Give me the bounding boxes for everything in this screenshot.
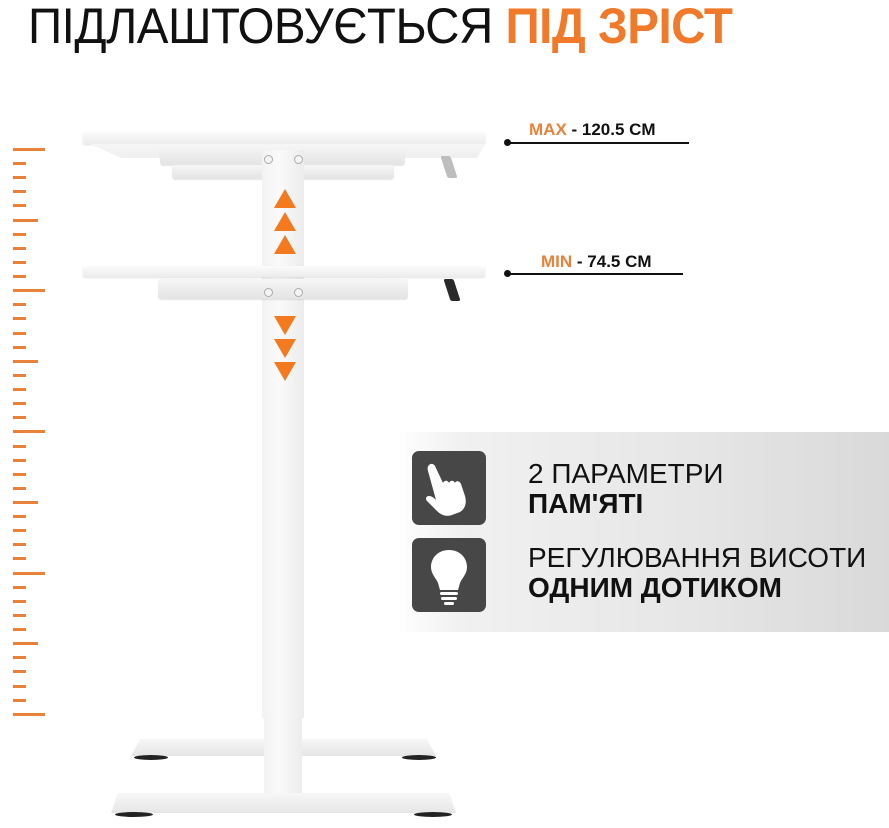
ruler-tick (13, 374, 26, 377)
ruler-tick (13, 628, 26, 631)
ruler-tick (13, 247, 26, 250)
ruler-tick (13, 332, 26, 335)
feature-icon-box-memory (412, 451, 486, 525)
feature-one-touch: РЕГУЛЮВАННЯ ВИСОТИ ОДНИМ ДОТИКОМ (528, 543, 866, 603)
ruler-tick (13, 148, 45, 151)
ruler-tick (13, 642, 38, 645)
foot-glide (134, 755, 168, 760)
ruler-tick (13, 713, 45, 716)
ruler-tick (13, 699, 26, 702)
ruler-tick (13, 289, 45, 292)
ruler-tick (13, 543, 26, 546)
min-marker-line (507, 273, 683, 275)
desktop-max-position (83, 132, 485, 144)
foot-front (111, 793, 456, 813)
arrow-up-icon (274, 235, 296, 254)
ruler-tick (13, 233, 26, 236)
desktop-min-position (83, 266, 485, 277)
ruler-tick (13, 614, 26, 617)
ruler-tick (13, 176, 26, 179)
control-paddle-min (443, 279, 461, 301)
bolt (264, 288, 273, 297)
ruler-tick (13, 190, 26, 193)
ruler-tick (13, 487, 26, 490)
ruler-tick (13, 685, 26, 688)
ruler-tick (13, 557, 26, 560)
feature-icon-box-one-touch (412, 538, 486, 612)
ruler-tick (13, 317, 26, 320)
min-height-label: MIN - 74.5 CM (541, 252, 652, 272)
ruler-tick (13, 459, 26, 462)
ruler-tick (13, 416, 26, 419)
max-marker-line (507, 142, 689, 144)
min-value: - 74.5 CM (572, 252, 652, 271)
foot-glide (402, 755, 436, 760)
max-height-label: MAX - 120.5 CM (529, 120, 656, 140)
height-ruler (0, 0, 60, 828)
ruler-tick (13, 501, 38, 504)
foot-glide (414, 812, 452, 817)
ruler-tick (13, 261, 26, 264)
bolt (294, 155, 303, 164)
ruler-tick (13, 445, 26, 448)
ruler-tick (13, 473, 26, 476)
arrow-up-icon (274, 189, 296, 208)
ruler-tick (13, 346, 26, 349)
ruler-tick (13, 303, 26, 306)
frame-min (158, 279, 408, 299)
max-value: - 120.5 CM (566, 120, 656, 139)
title-accent: ПІД ЗРІСТ (505, 0, 733, 54)
ruler-tick (13, 219, 38, 222)
max-key: MAX (529, 120, 567, 139)
ruler-tick (13, 600, 26, 603)
lightbulb-icon (431, 550, 467, 605)
ruler-tick (13, 586, 26, 589)
arrow-down-icon (274, 339, 296, 358)
desk-column-base (264, 735, 302, 795)
feature-memory: 2 ПАРАМЕТРИ ПАМ'ЯТІ (528, 459, 724, 519)
min-key: MIN (541, 252, 573, 271)
ruler-tick (13, 275, 26, 278)
arrow-up-icon (274, 212, 296, 231)
ruler-tick (13, 656, 26, 659)
title-main: ПІДЛАШТОВУЄТЬСЯ (28, 0, 506, 54)
ruler-tick (13, 572, 45, 575)
feature-memory-line1: 2 ПАРАМЕТРИ (528, 458, 724, 489)
control-paddle-max (440, 156, 458, 178)
arrow-down-icon (274, 362, 296, 381)
ruler-tick (13, 515, 26, 518)
ruler-tick (13, 204, 26, 207)
feature-one-touch-line2: ОДНИМ ДОТИКОМ (528, 572, 782, 603)
ruler-tick (13, 402, 26, 405)
feature-memory-line2: ПАМ'ЯТІ (528, 488, 644, 519)
ruler-tick (13, 670, 26, 673)
ruler-tick (13, 162, 26, 165)
page-title: ПІДЛАШТОВУЄТЬСЯ ПІД ЗРІСТ (28, 0, 733, 56)
arrow-down-icon (274, 316, 296, 335)
bolt (294, 288, 303, 297)
ruler-tick (13, 388, 26, 391)
bolt (264, 155, 273, 164)
hand-pointer-icon (425, 463, 466, 516)
foot-glide (115, 812, 153, 817)
ruler-tick (13, 360, 38, 363)
ruler-tick (13, 430, 45, 433)
ruler-tick (13, 529, 26, 532)
feature-one-touch-line1: РЕГУЛЮВАННЯ ВИСОТИ (528, 542, 867, 573)
